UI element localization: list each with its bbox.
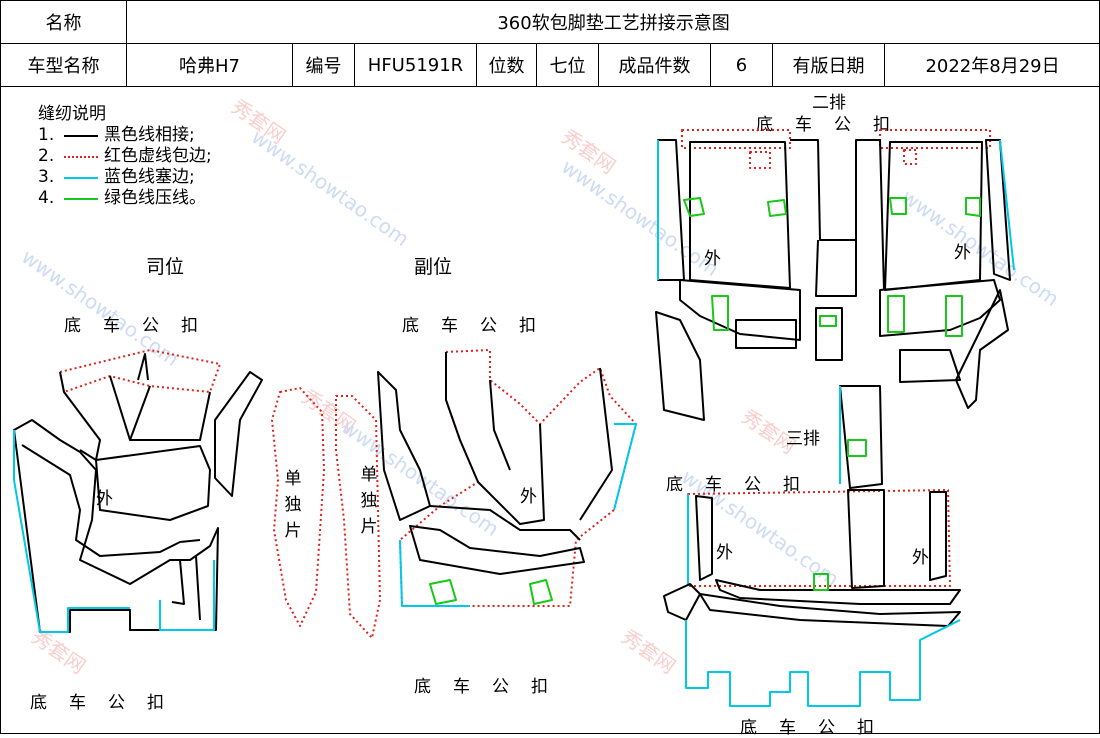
- driver-mat: [14, 350, 262, 632]
- passenger-mat: [378, 350, 636, 606]
- row3-mat: [664, 386, 960, 706]
- separate-piece-1: [272, 388, 324, 626]
- row2-mat: [656, 130, 1014, 420]
- separate-piece-2: [336, 396, 380, 638]
